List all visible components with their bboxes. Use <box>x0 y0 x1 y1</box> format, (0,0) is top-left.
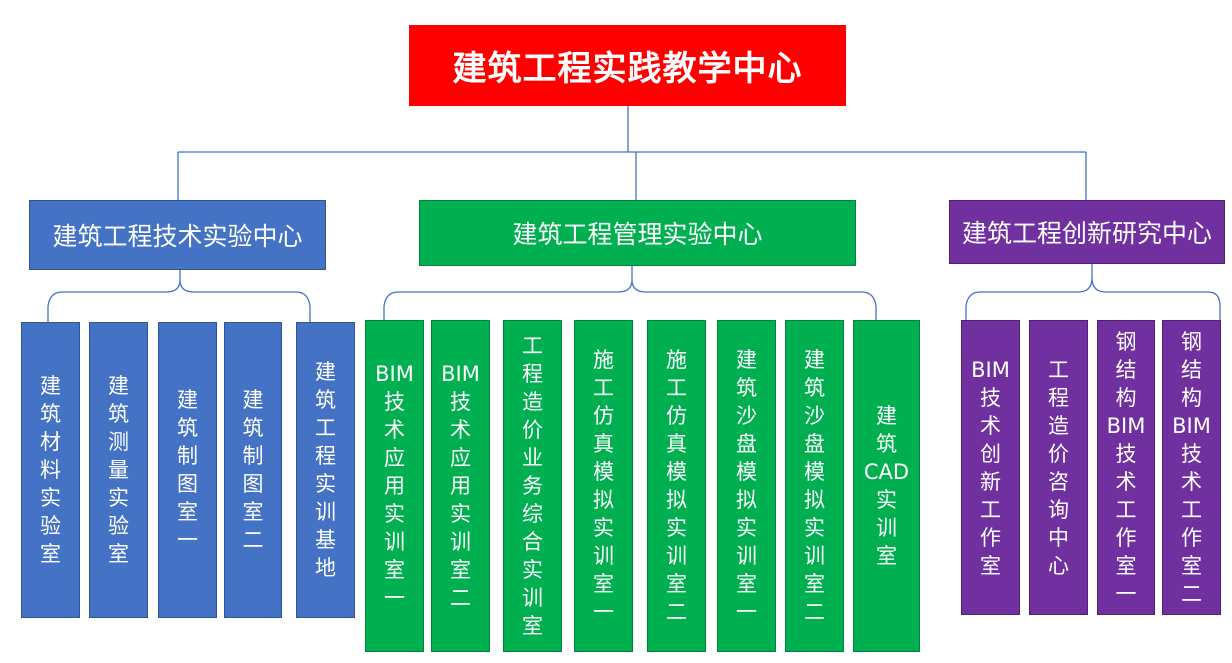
lab-label: 建筑沙盘模拟实训室一 <box>736 348 757 624</box>
root-node: 建筑工程实践教学中心 <box>409 25 846 106</box>
lab-box: 建筑制图室一 <box>158 322 217 618</box>
dept-innovation: 建筑工程创新研究中心 <box>949 200 1225 264</box>
root-label: 建筑工程实践教学中心 <box>452 49 803 89</box>
lab-box: 工程造价咨询中心 <box>1029 320 1088 615</box>
lab-label: 建筑测量实验室 <box>108 374 129 566</box>
lab-label: 建筑沙盘模拟实训室二 <box>804 348 825 624</box>
lab-box: 建筑制图室二 <box>224 322 282 618</box>
lab-box: 建筑工程实训基地 <box>296 322 355 618</box>
lab-box: 建筑沙盘模拟实训室二 <box>785 320 844 652</box>
dept-management: 建筑工程管理实验中心 <box>419 200 856 266</box>
lab-label: 工程造价咨询中心 <box>1048 357 1069 578</box>
lab-label: 工程造价业务综合实训室 <box>522 334 543 638</box>
lab-box: 建筑测量实验室 <box>89 322 148 618</box>
lab-label: 施工仿真模拟实训室一 <box>593 348 614 624</box>
lab-box: 工程造价业务综合实训室 <box>503 320 562 652</box>
lab-box: 建筑沙盘模拟实训室一 <box>717 320 776 652</box>
lab-label: 建筑制图室二 <box>242 388 264 552</box>
dept-technology: 建筑工程技术实验中心 <box>29 200 326 270</box>
dept-label: 建筑工程技术实验中心 <box>52 222 303 251</box>
lab-box: 施工仿真模拟实训室二 <box>647 320 706 652</box>
lab-label: 建筑材料实验室 <box>40 374 61 566</box>
dept-label: 建筑工程管理实验中心 <box>512 220 763 249</box>
dept-label: 建筑工程创新研究中心 <box>961 219 1212 248</box>
lab-box: 施工仿真模拟实训室一 <box>574 320 633 652</box>
lab-label: 建筑工程实训基地 <box>315 360 336 580</box>
lab-box: 建筑材料实验室 <box>21 322 80 618</box>
lab-label: 施工仿真模拟实训室二 <box>666 348 687 624</box>
lab-label: 建筑制图室一 <box>177 388 198 552</box>
